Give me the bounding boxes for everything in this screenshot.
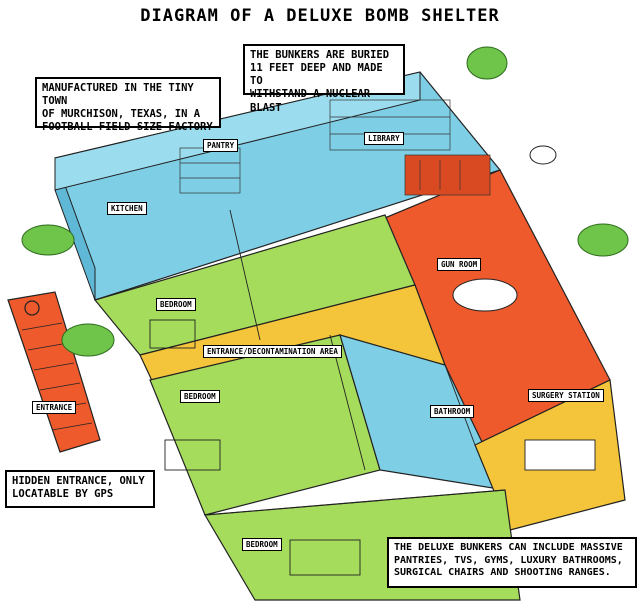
page-title: DIAGRAM OF A DELUXE BOMB SHELTER [140,6,500,26]
gun-rack [404,154,491,196]
label-kitchen: KITCHEN [107,202,147,215]
label-bathroom: BATHROOM [430,405,475,418]
hatch-icon [24,300,40,316]
bush-left-icon [21,224,75,256]
label-entrance-decontamination: ENTRANCE/DECONTAMINATION AREA [203,345,342,358]
label-entrance: ENTRANCE [32,401,77,414]
label-bedroom-middle: BEDROOM [180,390,220,403]
surgical-chair-icon [524,439,596,471]
bush-right-icon [577,223,629,257]
bed-bottom-icon [289,539,361,576]
label-surgery-station: SURGERY STATION [528,389,604,402]
callout-murchison: MANUFACTURED IN THE TINY TOWN OF MURCHIS… [35,77,221,133]
bed-icon [149,319,196,349]
callout-buried: THE BUNKERS ARE BURIED 11 FEET DEEP AND … [243,44,405,114]
label-gun-room: GUN ROOM [437,258,482,271]
sofa-icon [164,439,221,471]
label-pantry: PANTRY [203,139,239,152]
stair-treads [21,322,93,431]
bush-top-icon [466,46,508,80]
sheep-icon [529,145,557,165]
entrance-stairwell [7,291,101,453]
bush-entrance-icon [61,323,115,357]
interior-walls [204,209,506,516]
label-library: LIBRARY [364,132,404,145]
callout-deluxe-features: THE DELUXE BUNKERS CAN INCLUDE MASSIVE P… [387,537,637,588]
label-bedroom-top: BEDROOM [156,298,196,311]
label-bedroom-bottom: BEDROOM [242,538,282,551]
bear-rug-icon [452,278,518,312]
library-shelves [329,99,451,151]
callout-hidden-entrance: HIDDEN ENTRANCE, ONLY LOCATABLE BY GPS [5,470,155,508]
